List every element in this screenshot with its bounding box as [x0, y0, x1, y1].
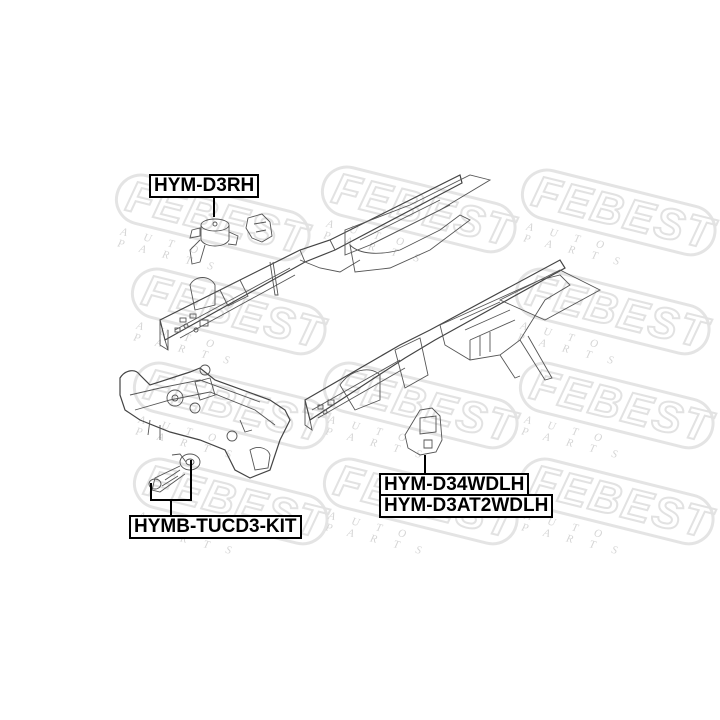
- engine-mount-rh-drawing: [189, 218, 239, 265]
- torque-rod-drawing: [148, 453, 201, 493]
- transmission-mount-lh-drawing: [404, 407, 443, 456]
- callout-hym-d34wdlh: HYM-D34WDLH: [379, 473, 530, 497]
- leader-line-hym-d3rh: [213, 195, 215, 217]
- leader-line-hymb-kit-vertical: [170, 500, 172, 516]
- front-subframe: [119, 364, 291, 479]
- leader-line-hymb-kit-right: [190, 460, 192, 500]
- callout-hym-d3rh: HYM-D3RH: [149, 174, 260, 198]
- callout-hymb-tucd3-kit: HYMB-TUCD3-KIT: [129, 515, 302, 539]
- leader-line-hym-d34wdlh: [424, 455, 426, 473]
- right-chassis-rail: [304, 259, 601, 432]
- leader-line-hymb-kit-horizontal: [150, 499, 192, 501]
- mount-bracket-drawing: [245, 213, 273, 243]
- leader-line-hymb-kit-left: [150, 483, 152, 500]
- callout-hym-d3at2wdlh: HYM-D3AT2WDLH: [379, 494, 554, 518]
- left-chassis-rail: [159, 174, 492, 351]
